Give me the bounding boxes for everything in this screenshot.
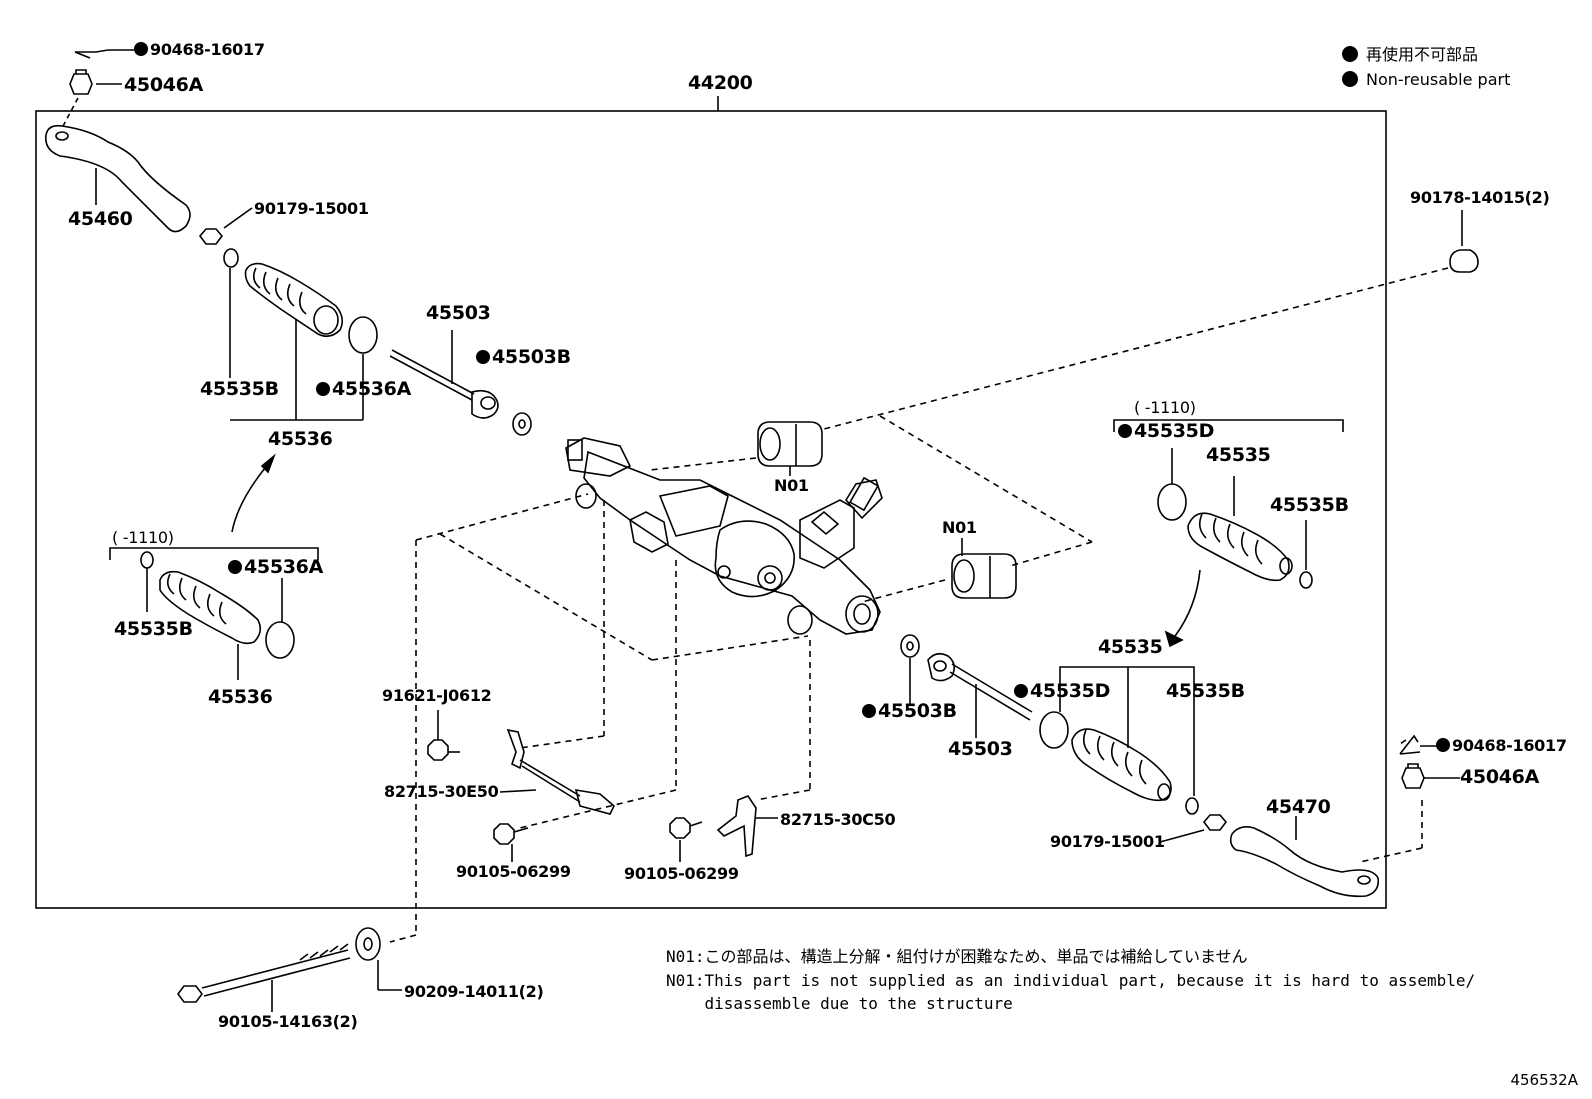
washer-upper [512, 412, 532, 436]
bolt-long [177, 943, 351, 1003]
part-label: 91621-J0612 [382, 686, 492, 705]
inner-tie-rod-upper [389, 349, 499, 419]
nonreusable-dot-icon [1014, 684, 1028, 698]
part-label: 82715-30C50 [780, 810, 896, 829]
nonreusable-dot-icon [134, 42, 148, 56]
tie-rod-end-right [1229, 826, 1380, 898]
nonreusable-dot-icon [1342, 71, 1358, 87]
part-label: 45470 [1266, 796, 1331, 818]
part-label: 45460 [68, 208, 133, 230]
bushing-upper [757, 421, 823, 467]
part-label: 90105-06299 [456, 862, 571, 881]
part-label: 45535B [114, 618, 193, 640]
band-upper [348, 316, 378, 354]
part-label: 45046A [1460, 766, 1540, 788]
bolt-90105-b [669, 817, 691, 839]
inner-tie-rod-lower [927, 652, 1033, 721]
note-n01-en-2: disassemble due to the structure [666, 994, 1013, 1013]
legend-jp: 再使用不可部品 [1342, 46, 1478, 63]
lock-nut-right [1202, 814, 1228, 831]
nonreusable-dot-icon [228, 560, 242, 574]
part-label: 45503 [948, 738, 1013, 760]
part-label: 45535B [1270, 494, 1349, 516]
part-label: 45536 [268, 428, 333, 450]
part-label: 90178-14015(2) [1410, 188, 1550, 207]
part-label: 90105-06299 [624, 864, 739, 883]
cotter-pin-top [74, 49, 109, 59]
legend-en: Non-reusable part [1342, 71, 1510, 88]
part-label: 45536A [316, 380, 411, 399]
part-label: 45536 [208, 686, 273, 708]
part-label: 45535B [1166, 680, 1245, 702]
part-label: 45503 [426, 302, 491, 324]
part-label: 45535D [1118, 422, 1214, 441]
arrow-right [1171, 569, 1201, 641]
part-label: 45535D [1014, 682, 1110, 701]
part-label: 82715-30E50 [384, 782, 499, 801]
band-lower-right [1039, 711, 1069, 749]
arrow-left [231, 461, 271, 533]
lock-nut-left [198, 228, 224, 245]
steering-gear-housing [565, 437, 883, 635]
bolt-90105-a [493, 823, 515, 845]
note-n01-jp: N01:この部品は、構造上分解・組付けが困難なため、単品では補給していません [666, 947, 1248, 966]
range-label: ( -1110) [1134, 398, 1196, 417]
castle-nut-top [69, 69, 93, 95]
washer-lower [900, 634, 920, 658]
bracket-30E50 [506, 728, 615, 815]
part-label: 45535 [1098, 636, 1163, 658]
boot-upper [244, 262, 344, 338]
bushing-lower [951, 553, 1017, 599]
range-label: ( -1110) [112, 528, 174, 547]
nonreusable-dot-icon [1118, 424, 1132, 438]
part-label: 90179-15001 [254, 199, 369, 218]
nonreusable-dot-icon [1342, 46, 1358, 62]
part-label: 90468-16017 [134, 42, 265, 58]
assembly-label: 44200 [688, 72, 753, 94]
bolt-91621 [427, 739, 449, 761]
tie-rod-end-left [44, 124, 191, 233]
figure-reference: 456532A [1510, 1071, 1578, 1089]
boot-lower-right [1071, 728, 1172, 802]
part-label: 45046A [124, 74, 204, 96]
legend-jp-text: 再使用不可部品 [1366, 45, 1479, 64]
cotter-pin-right [1399, 734, 1421, 755]
part-label: 45503B [862, 702, 957, 721]
nonreusable-dot-icon [476, 350, 490, 364]
note-n01-en-1: N01:This part is not supplied as an indi… [666, 971, 1476, 990]
part-label: 90179-15001 [1050, 832, 1165, 851]
nonreusable-dot-icon [1436, 738, 1450, 752]
part-label: 45535B [200, 378, 279, 400]
nonreusable-dot-icon [316, 382, 330, 396]
boot-lower-left [159, 570, 262, 645]
castle-nut-right [1401, 763, 1425, 789]
band-lower-left [265, 621, 295, 659]
nut-90178 [1449, 249, 1479, 273]
band-upper-right [1157, 483, 1187, 521]
part-label: N01 [942, 518, 977, 537]
part-label: N01 [774, 476, 809, 495]
part-label: 45535 [1206, 444, 1271, 466]
washer-90209 [355, 927, 381, 961]
part-label: 90209-14011(2) [404, 982, 544, 1001]
part-label: 45536A [228, 558, 323, 577]
part-label: 90105-14163(2) [218, 1012, 358, 1031]
clip-lower-right [1185, 797, 1199, 815]
assembly-frame [35, 110, 1387, 909]
nonreusable-dot-icon [862, 704, 876, 718]
clip-upper-right [1299, 571, 1313, 589]
part-label: 45503B [476, 348, 571, 367]
part-label: 90468-16017 [1436, 738, 1567, 754]
bracket-30C50 [716, 795, 757, 858]
legend-en-text: Non-reusable part [1366, 70, 1511, 89]
boot-upper-right [1187, 512, 1293, 582]
